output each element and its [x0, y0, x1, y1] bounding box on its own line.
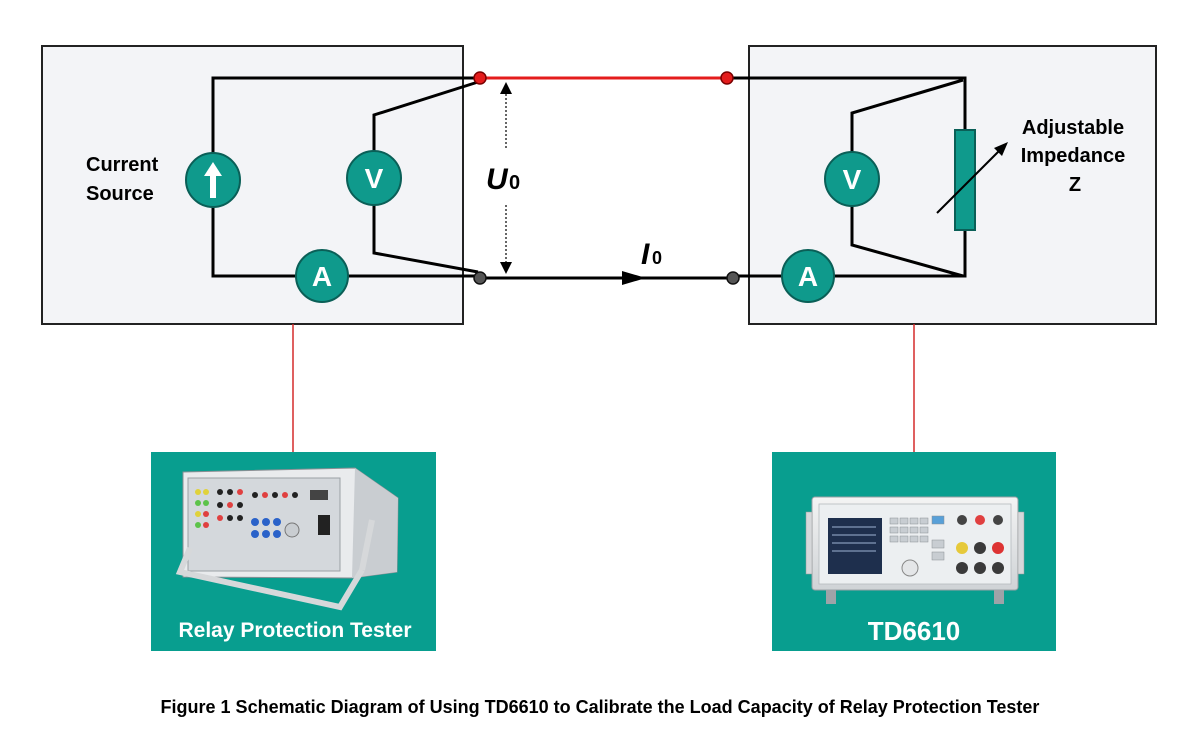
voltage-arrow-up: [500, 82, 512, 94]
relay-protection-tester-panel: Relay Protection Tester: [151, 452, 436, 651]
right-voltmeter-label: V: [843, 164, 862, 195]
right-circuit-wires: [727, 76, 967, 278]
td6610-keypad-icon: [889, 515, 945, 561]
impedance-label-line3: Z: [1069, 174, 1081, 196]
terminal-left-bottom: [473, 271, 487, 285]
left-ammeter-label: A: [312, 261, 332, 292]
impedance-arrowhead-icon: [994, 142, 1008, 156]
tester-caption: Relay Protection Tester: [178, 619, 411, 642]
voltage-label-sub: 0: [509, 172, 520, 194]
td6610-panel: TD6610: [772, 452, 1056, 651]
terminal-left-top: [473, 71, 487, 85]
terminal-right-bottom: [726, 271, 740, 285]
right-ammeter-label: A: [798, 261, 818, 292]
left-voltmeter-icon: [346, 150, 402, 206]
current-source-label-line1: Current: [86, 154, 159, 176]
td6610-screen-icon: [828, 518, 882, 574]
current-source-arrow-icon: [204, 162, 222, 198]
td6610-caption: TD6610: [868, 616, 961, 646]
current-label-sub: 0: [652, 248, 662, 268]
terminal-right-top: [720, 71, 734, 85]
current-source-label-line2: Source: [86, 183, 154, 205]
impedance-label-line1: Adjustable: [1022, 117, 1124, 139]
tester-terminals-icon: [195, 489, 330, 538]
right-voltmeter-icon: [824, 151, 880, 207]
impedance-label-line2: Impedance: [1021, 145, 1125, 167]
current-label-main: I: [641, 238, 650, 271]
td6610-knob-icon: [901, 559, 919, 577]
adjustable-impedance-icon: [954, 129, 976, 231]
current-direction-arrow: [622, 271, 646, 285]
left-voltmeter-label: V: [365, 163, 384, 194]
voltage-label-main: U: [486, 163, 509, 196]
left-ammeter-icon: [295, 249, 349, 303]
td6610-terminals-icon: [956, 515, 1004, 574]
figure-caption: Figure 1 Schematic Diagram of Using TD66…: [160, 697, 1040, 717]
right-ammeter-icon: [781, 249, 835, 303]
voltage-arrow-down: [500, 262, 512, 274]
impedance-adjust-arrow-icon: [936, 148, 1002, 214]
